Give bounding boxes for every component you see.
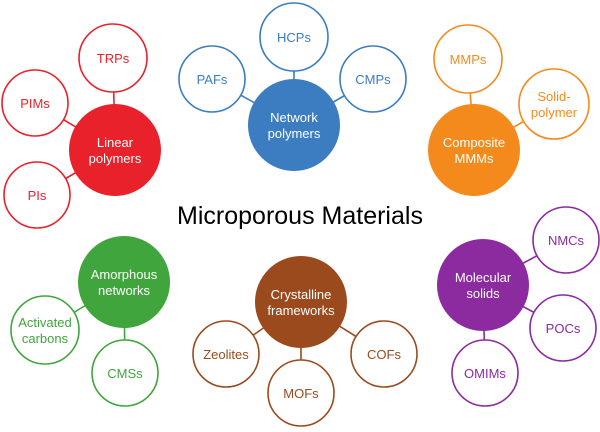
linear-satellite-circle: [1, 69, 69, 137]
network-satellite-label: PAFs: [197, 72, 228, 87]
composite-satellite-node: MMPs: [433, 24, 503, 94]
linear-satellite-label: PIs: [28, 188, 47, 203]
linear-satellite-label: PIMs: [20, 96, 50, 111]
crystalline-hub-circle: [255, 256, 347, 348]
linear-hub-circle: [69, 104, 161, 196]
linear-hub-label: polymers: [89, 151, 142, 166]
network-satellite-circle: [339, 45, 407, 113]
composite-satellite-circle: [433, 24, 503, 94]
network-hub-label: polymers: [268, 126, 321, 141]
composite-satellite-label: polymer: [531, 105, 578, 120]
network-satellite-label: HCPs: [277, 30, 311, 45]
network-satellite-circle: [178, 45, 246, 113]
linear-satellite-label: TRPs: [97, 51, 130, 66]
amorphous-hub-circle: [78, 236, 170, 328]
composite-satellite-label: Solid-: [537, 89, 570, 104]
linear-hub-label: Linear: [97, 135, 134, 150]
molecular-satellite-circle: [529, 294, 597, 362]
linear-satellite-circle: [78, 23, 148, 93]
crystalline-satellite-node: MOFs: [267, 359, 335, 427]
amorphous-satellite-circle: [10, 295, 80, 365]
amorphous-satellite-circle: [91, 339, 159, 407]
crystalline-satellite-circle: [267, 359, 335, 427]
network-satellite-node: CMPs: [339, 45, 407, 113]
molecular-satellite-node: NMCs: [532, 206, 600, 274]
molecular-hub-circle: [437, 239, 529, 331]
amorphous-satellite-label: Activated: [18, 315, 71, 330]
crystalline-satellite-circle: [350, 320, 418, 388]
network-satellite-circle: [259, 2, 329, 72]
crystalline-satellite-label: COFs: [367, 347, 401, 362]
linear-satellite-node: PIs: [3, 161, 71, 229]
composite-hub-circle: [428, 104, 520, 196]
composite-satellite-circle: [518, 68, 590, 140]
crystalline-satellite-label: MOFs: [283, 386, 319, 401]
molecular-satellite-label: POCs: [546, 321, 581, 336]
molecular-hub-label: Molecular: [455, 270, 512, 285]
crystalline-satellite-label: Zeolites: [203, 347, 249, 362]
crystalline-hub-label: frameworks: [267, 303, 335, 318]
amorphous-satellite-label: CMSs: [107, 366, 143, 381]
composite-satellite-node: Solid-polymer: [518, 68, 590, 140]
diagram-title: Microporous Materials: [177, 202, 423, 230]
amorphous-hub-label: networks: [98, 283, 151, 298]
network-satellite-node: HCPs: [259, 2, 329, 72]
crystalline-hub-label: Crystalline: [271, 287, 332, 302]
amorphous-satellite-label: carbons: [22, 331, 69, 346]
linear-satellite-circle: [3, 161, 71, 229]
network-hub-label: Network: [270, 110, 318, 125]
composite-hub-label: Composite: [443, 135, 505, 150]
network-satellite-node: PAFs: [178, 45, 246, 113]
amorphous-satellite-node: CMSs: [91, 339, 159, 407]
crystalline-satellite-circle: [192, 320, 260, 388]
linear-satellite-node: PIMs: [1, 69, 69, 137]
molecular-satellite-circle: [451, 339, 519, 407]
crystalline-satellite-node: Zeolites: [192, 320, 260, 388]
amorphous-hub-label: Amorphous: [91, 267, 158, 282]
linear-satellite-node: TRPs: [78, 23, 148, 93]
molecular-satellite-node: POCs: [529, 294, 597, 362]
composite-hub-label: MMMs: [455, 151, 494, 166]
molecular-satellite-circle: [532, 206, 600, 274]
molecular-satellite-node: OMIMs: [451, 339, 519, 407]
network-hub-circle: [248, 79, 340, 171]
crystalline-satellite-node: COFs: [350, 320, 418, 388]
network-satellite-label: CMPs: [355, 72, 391, 87]
molecular-satellite-label: NMCs: [548, 233, 585, 248]
molecular-satellite-label: OMIMs: [464, 366, 506, 381]
composite-satellite-label: MMPs: [450, 52, 487, 67]
molecular-hub-label: solids: [466, 286, 500, 301]
